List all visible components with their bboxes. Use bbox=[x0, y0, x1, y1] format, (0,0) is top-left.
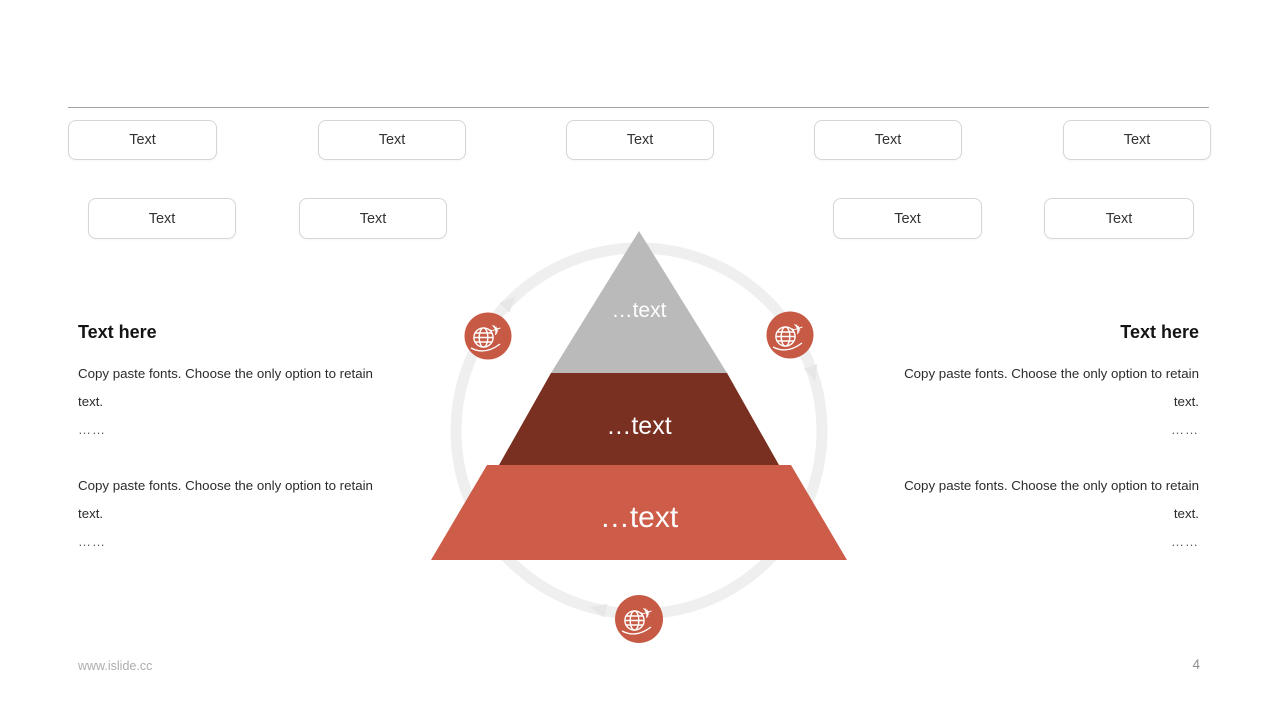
orbit-arrow-icon bbox=[590, 603, 608, 618]
text-placeholder-box[interactable]: Text bbox=[318, 120, 466, 160]
panel-paragraph: Copy paste fonts. Choose the only option… bbox=[904, 366, 1199, 409]
left-text-panel: Text here Copy paste fonts. Choose the o… bbox=[78, 320, 374, 584]
placeholder-label: Text bbox=[148, 210, 176, 227]
placeholder-label: Text bbox=[1105, 210, 1133, 227]
pyramid-level-middle bbox=[499, 373, 779, 465]
placeholder-label: Text bbox=[359, 210, 387, 227]
panel-paragraph: Copy paste fonts. Choose the only option… bbox=[78, 478, 373, 521]
placeholder-label: Text bbox=[894, 210, 921, 227]
placeholder-label: Text bbox=[626, 132, 654, 148]
orbit-arrow-icon bbox=[499, 296, 516, 313]
placeholder-label: Text bbox=[1123, 132, 1151, 148]
placeholder-label: Text bbox=[129, 132, 156, 148]
placeholder-label: Text bbox=[874, 132, 902, 148]
text-placeholder-box[interactable]: Text bbox=[1063, 120, 1211, 160]
pyramid-level-top bbox=[551, 231, 727, 373]
plane-icon: ✈ bbox=[487, 320, 505, 341]
ellipsis-placeholder: …… bbox=[78, 534, 106, 549]
pyramid-level-bottom bbox=[431, 465, 847, 560]
globe-plane-icon: ✈ bbox=[464, 312, 512, 360]
pyramid-level-middle-label: …text bbox=[606, 412, 671, 440]
panel-paragraph: Copy paste fonts. Choose the only option… bbox=[78, 366, 373, 409]
text-placeholder-box[interactable]: Text bbox=[833, 198, 982, 239]
globe-plane-icon: ✈ bbox=[766, 311, 814, 359]
right-text-panel: Text here Copy paste fonts. Choose the o… bbox=[903, 320, 1199, 584]
text-placeholder-box[interactable]: Text bbox=[1044, 198, 1194, 239]
pyramid-level-bottom-label: …text bbox=[600, 501, 679, 534]
ellipsis-placeholder: …… bbox=[78, 422, 106, 437]
plane-icon: ✈ bbox=[789, 319, 807, 340]
header-divider bbox=[68, 107, 1209, 108]
text-placeholder-box[interactable]: Text bbox=[68, 120, 217, 160]
panel-title: Text here bbox=[1120, 322, 1199, 342]
ellipsis-placeholder: …… bbox=[1171, 534, 1199, 549]
placeholder-label: Text bbox=[378, 132, 406, 148]
globe-plane-icon: ✈ bbox=[615, 595, 663, 643]
text-placeholder-box[interactable]: Text bbox=[814, 120, 962, 160]
text-placeholder-box[interactable]: Text bbox=[88, 198, 236, 239]
panel-title: Text here bbox=[78, 322, 157, 342]
text-placeholder-box[interactable]: Text bbox=[299, 198, 447, 239]
orbit-arrow-icon bbox=[803, 364, 818, 382]
footer-url[interactable]: www.islide.cc bbox=[78, 659, 153, 673]
plane-icon: ✈ bbox=[638, 603, 656, 624]
pyramid-level-top-label: …text bbox=[612, 299, 667, 322]
text-placeholder-box[interactable]: Text bbox=[566, 120, 714, 160]
panel-paragraph: Copy paste fonts. Choose the only option… bbox=[904, 478, 1199, 521]
ellipsis-placeholder: …… bbox=[1171, 422, 1199, 437]
page-number: 4 bbox=[1192, 657, 1200, 672]
